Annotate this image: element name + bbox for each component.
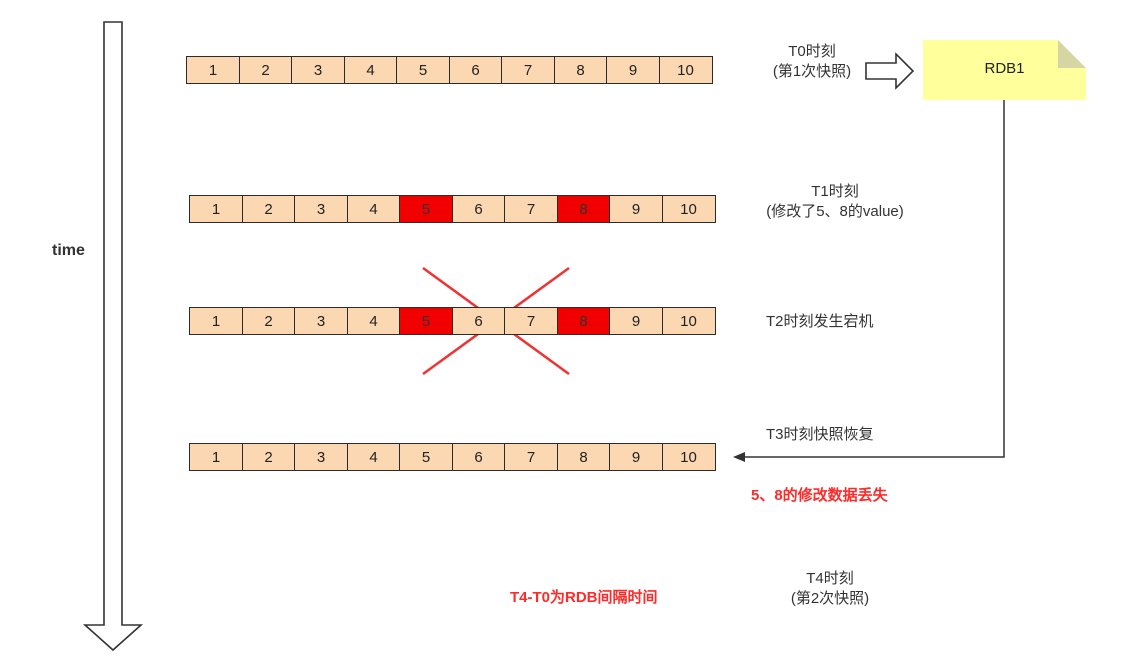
array-cell: 4 <box>343 56 398 84</box>
t3-label: T3时刻快照恢复 <box>766 425 916 445</box>
rdb1-note: RDB1 <box>923 40 1086 100</box>
array-cell: 8 <box>553 56 608 84</box>
array-cell: 7 <box>501 56 555 84</box>
array-cell: 6 <box>448 56 503 84</box>
array-cell: 4 <box>346 195 401 223</box>
array-cell: 1 <box>189 307 243 335</box>
array-cell: 1 <box>189 443 243 471</box>
array-cell: 5 <box>399 307 453 335</box>
array-cell: 1 <box>189 195 243 223</box>
array-cell: 6 <box>451 443 506 471</box>
array-cell: 5 <box>399 195 453 223</box>
t4-label: T4时刻 (第2次快照) <box>770 569 890 609</box>
t0-label-line-2: (第1次快照) <box>772 63 852 80</box>
rdb1-note-text: RDB1 <box>984 60 1025 77</box>
t1-label: T1时刻 (修改了5、8的value) <box>745 182 925 222</box>
array-cell: 9 <box>609 307 663 335</box>
array-cell: 8 <box>556 307 611 335</box>
array-cell: 9 <box>609 195 663 223</box>
array-cell: 5 <box>396 56 450 84</box>
array-cell: 3 <box>294 195 348 223</box>
array-cell: 8 <box>556 195 611 223</box>
rdb-interval-note: T4-T0为RDB间隔时间 <box>510 589 658 606</box>
array-cell: 8 <box>556 443 611 471</box>
t4-label-line-2: (第2次快照) <box>790 590 870 607</box>
array-cell: 3 <box>294 307 348 335</box>
restore-connector <box>744 100 1005 458</box>
array-cell: 3 <box>291 56 345 84</box>
t0-label-line-1: T0时刻 <box>788 43 836 60</box>
t0-label: T0时刻 (第1次快照) <box>757 42 867 82</box>
array-cell: 7 <box>504 443 558 471</box>
time-arrow <box>82 21 144 652</box>
restore-arrowhead-icon <box>733 452 745 462</box>
array-cell: 7 <box>504 307 558 335</box>
array-cell: 4 <box>346 307 401 335</box>
t1-label-line-1: T1时刻 <box>811 183 859 200</box>
array-cell: 4 <box>346 443 401 471</box>
t2-label-line-1: T2时刻发生宕机 <box>766 313 874 330</box>
array-cell: 2 <box>238 56 293 84</box>
array-cell: 1 <box>186 56 240 84</box>
t2-label: T2时刻发生宕机 <box>766 312 906 332</box>
t1-label-line-2: (修改了5、8的value) <box>766 203 904 220</box>
array-cell: 6 <box>451 195 506 223</box>
array-cell: 5 <box>399 443 453 471</box>
t4-label-line-1: T4时刻 <box>806 570 854 587</box>
array-cell: 10 <box>661 443 716 471</box>
time-axis-label: time <box>52 242 85 259</box>
note-fold-icon <box>1058 40 1086 68</box>
array-cell: 2 <box>241 195 296 223</box>
t3-label-line-1: T3时刻快照恢复 <box>766 426 874 443</box>
array-cell: 9 <box>609 443 663 471</box>
snapshot-arrow-icon <box>865 52 915 90</box>
data-loss-note: 5、8的修改数据丢失 <box>751 487 888 504</box>
array-cell: 9 <box>606 56 660 84</box>
array-cell: 6 <box>451 307 506 335</box>
array-cell: 2 <box>241 307 296 335</box>
array-cell: 10 <box>661 307 716 335</box>
array-cell: 3 <box>294 443 348 471</box>
array-cell: 2 <box>241 443 296 471</box>
array-cell: 10 <box>658 56 713 84</box>
array-cell: 10 <box>661 195 716 223</box>
array-cell: 7 <box>504 195 558 223</box>
